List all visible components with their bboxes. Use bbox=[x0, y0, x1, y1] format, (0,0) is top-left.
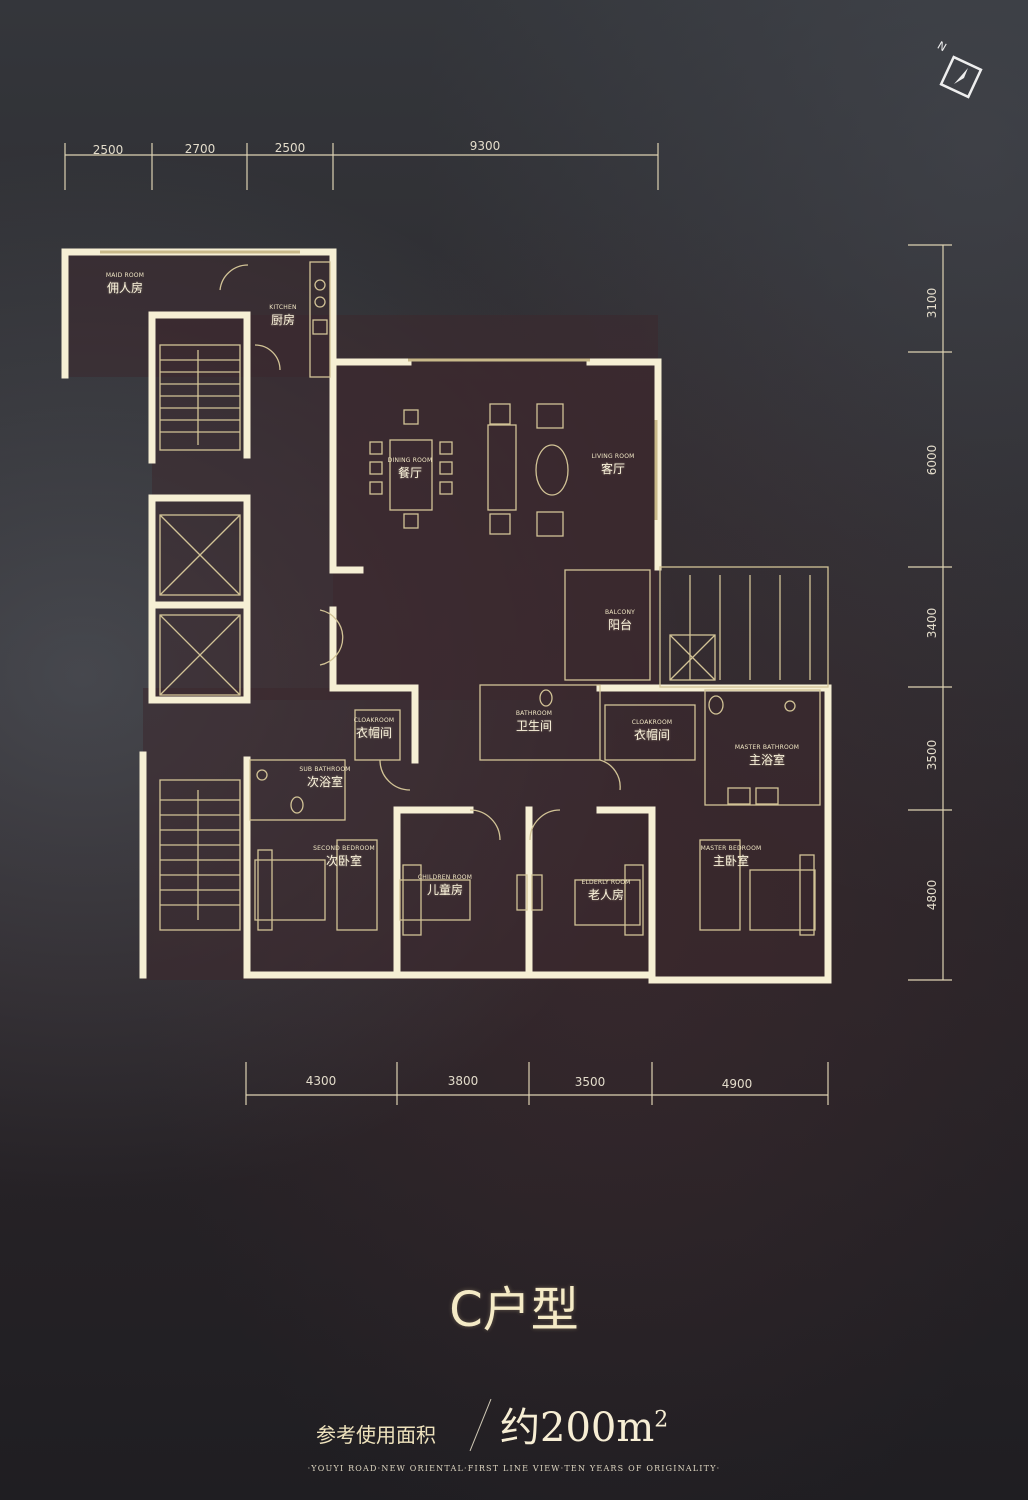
dimension-bottom-3: 3500 bbox=[574, 1075, 606, 1089]
dimension-lines bbox=[64, 143, 952, 1105]
room-cn-label: 餐厅 bbox=[397, 466, 422, 480]
dimension-bottom-4: 4900 bbox=[721, 1077, 753, 1091]
room-dining: DINING ROOM 餐厅 bbox=[388, 457, 433, 481]
room-kitchen: KITCHEN 厨房 bbox=[269, 304, 296, 328]
stairs-lower bbox=[160, 790, 240, 920]
room-maid: MAID ROOM 佣人房 bbox=[106, 272, 144, 296]
room-cn-label: 主浴室 bbox=[748, 753, 786, 767]
room-cn-label: 儿童房 bbox=[426, 883, 463, 897]
room-cn-label: 次卧室 bbox=[325, 854, 362, 868]
room-en-label: CLOAKROOM bbox=[353, 717, 395, 724]
dimension-top-3: 2500 bbox=[274, 141, 306, 155]
room-en-label: CLOAKROOM bbox=[631, 719, 673, 726]
room-cn-label: 衣帽间 bbox=[633, 728, 671, 742]
room-en-label: LIVING ROOM bbox=[591, 453, 635, 460]
room-en-label: MASTER BATHROOM bbox=[734, 744, 800, 751]
room-cn-label: 厨房 bbox=[270, 313, 295, 327]
dimension-bottom-2: 3800 bbox=[447, 1074, 479, 1088]
room-second-bedroom: SECOND BEDROOM 次卧室 bbox=[313, 845, 375, 869]
room-en-label: MAID ROOM bbox=[105, 272, 145, 279]
room-en-label: BATHROOM bbox=[515, 710, 553, 717]
dimension-top-1: 2500 bbox=[92, 143, 124, 157]
area-label: 参考使用面积 bbox=[316, 1423, 436, 1447]
room-cn-label: 老人房 bbox=[587, 888, 624, 902]
floor-plan bbox=[61, 143, 952, 1105]
dimension-right-4: 3500 bbox=[925, 739, 939, 771]
room-cn-label: 衣帽间 bbox=[355, 726, 393, 740]
room-en-label: DINING ROOM bbox=[387, 457, 433, 464]
room-elderly: ELDERLY ROOM 老人房 bbox=[581, 879, 630, 903]
room-balcony: BALCONY 阳台 bbox=[605, 609, 635, 633]
dimension-right-1: 3100 bbox=[925, 287, 939, 319]
windows bbox=[100, 250, 658, 520]
area-number: 约200m bbox=[500, 1405, 655, 1451]
room-cn-label: 客厅 bbox=[600, 462, 625, 476]
room-en-label: BALCONY bbox=[604, 609, 636, 616]
room-children: CHILDREN ROOM 儿童房 bbox=[418, 874, 472, 898]
room-en-label: MASTER BEDROOM bbox=[700, 845, 762, 852]
room-cn-label: 佣人房 bbox=[106, 281, 144, 295]
room-en-label: SECOND BEDROOM bbox=[313, 845, 375, 852]
dimension-right-3: 3400 bbox=[925, 607, 939, 639]
room-master-bedroom: MASTER BEDROOM 主卧室 bbox=[701, 845, 762, 869]
room-cn-label: 阳台 bbox=[607, 618, 632, 632]
room-cn-label: 次浴室 bbox=[306, 775, 344, 789]
walls bbox=[61, 248, 832, 984]
dimension-right-5: 4800 bbox=[925, 879, 939, 911]
room-en-label: CHILDREN ROOM bbox=[417, 874, 473, 881]
area-block: 参考使用面积 约200m2 bbox=[312, 1395, 732, 1455]
room-cn-label: 卫生间 bbox=[515, 719, 553, 733]
dimension-bottom-1: 4300 bbox=[305, 1074, 337, 1088]
divider bbox=[469, 1398, 492, 1452]
room-en-label: ELDERLY ROOM bbox=[581, 879, 631, 886]
room-en-label: SUB BATHROOM bbox=[299, 766, 351, 773]
unit-type-title: C户型 bbox=[449, 1282, 579, 1338]
area-value: 约200m2 bbox=[500, 1395, 668, 1453]
north-compass-icon: N bbox=[935, 36, 992, 106]
interior-lines bbox=[159, 261, 829, 936]
room-bathroom: BATHROOM 卫生间 bbox=[516, 710, 552, 734]
area-unit-sup: 2 bbox=[654, 1407, 669, 1433]
room-cloakroom-2: CLOAKROOM 衣帽间 bbox=[632, 719, 673, 743]
slogan: ·YOUYI ROAD·NEW ORIENTAL·FIRST LINE VIEW… bbox=[307, 1464, 721, 1473]
room-cloakroom-1: CLOAKROOM 衣帽间 bbox=[354, 717, 395, 741]
room-en-label: KITCHEN bbox=[269, 304, 297, 311]
room-living: LIVING ROOM 客厅 bbox=[591, 453, 634, 477]
dimension-right-2: 6000 bbox=[925, 444, 939, 476]
dining-chairs bbox=[369, 409, 453, 529]
dimension-top-4: 9300 bbox=[469, 139, 501, 153]
room-master-bathroom: MASTER BATHROOM 主浴室 bbox=[735, 744, 799, 768]
room-sub-bathroom: SUB BATHROOM 次浴室 bbox=[299, 766, 350, 790]
dimension-top-2: 2700 bbox=[184, 142, 216, 156]
floor-fill bbox=[65, 252, 828, 980]
room-cn-label: 主卧室 bbox=[712, 854, 749, 868]
stairs-upper bbox=[160, 350, 240, 445]
